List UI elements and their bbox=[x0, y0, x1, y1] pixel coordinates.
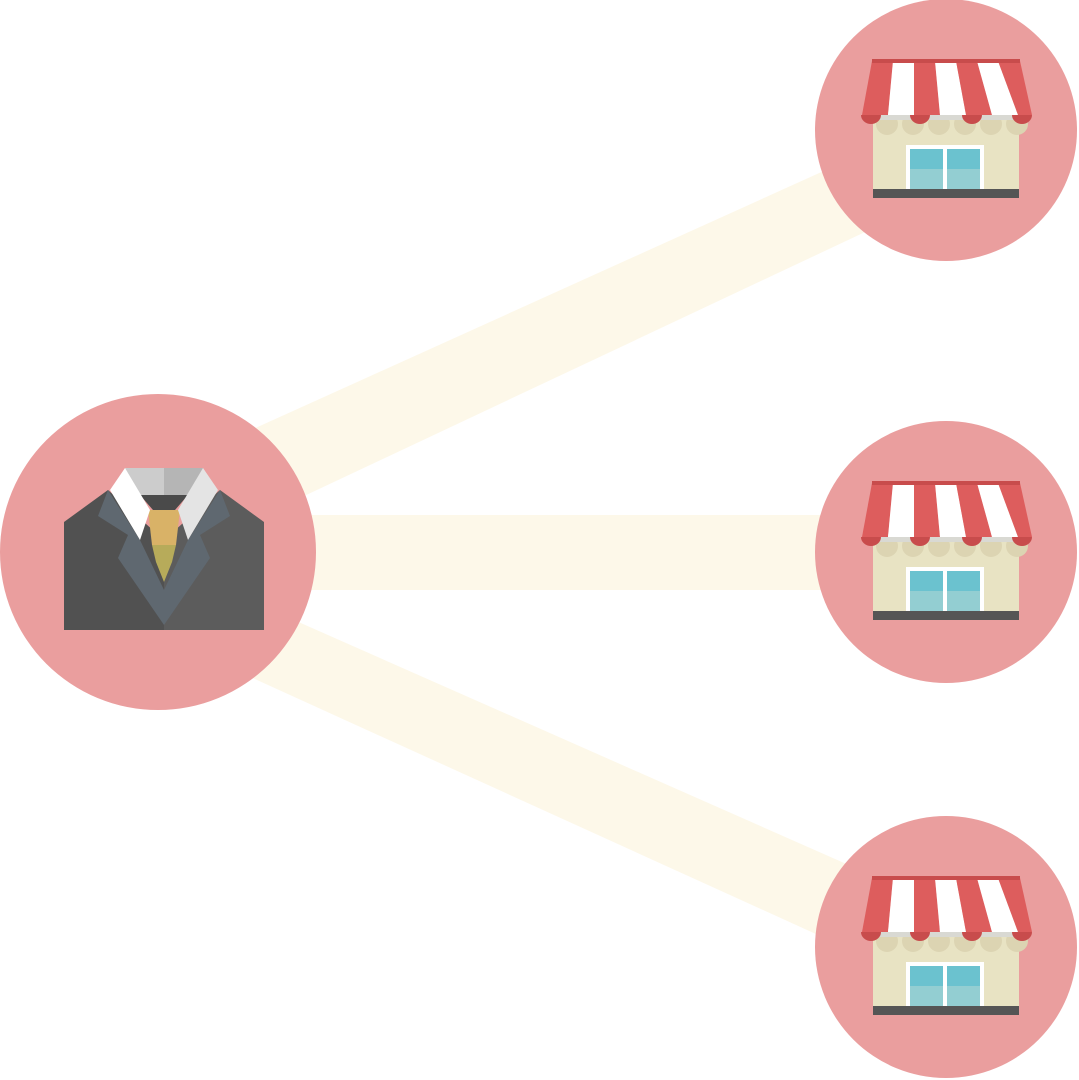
storefront-icon bbox=[861, 876, 1032, 1015]
connector-to-store-bottom bbox=[235, 605, 860, 945]
connectors bbox=[235, 160, 880, 945]
businessman-suit-icon bbox=[64, 468, 264, 630]
stores bbox=[815, 0, 1077, 1078]
store-node-1 bbox=[815, 0, 1077, 261]
store-node-2 bbox=[815, 421, 1077, 683]
store-node-3 bbox=[815, 816, 1077, 1078]
storefront-icon bbox=[861, 59, 1032, 198]
connector-to-store-middle bbox=[300, 515, 840, 590]
businessman-node bbox=[0, 394, 316, 710]
storefront-icon bbox=[861, 481, 1032, 620]
connector-to-store-top bbox=[240, 160, 880, 505]
